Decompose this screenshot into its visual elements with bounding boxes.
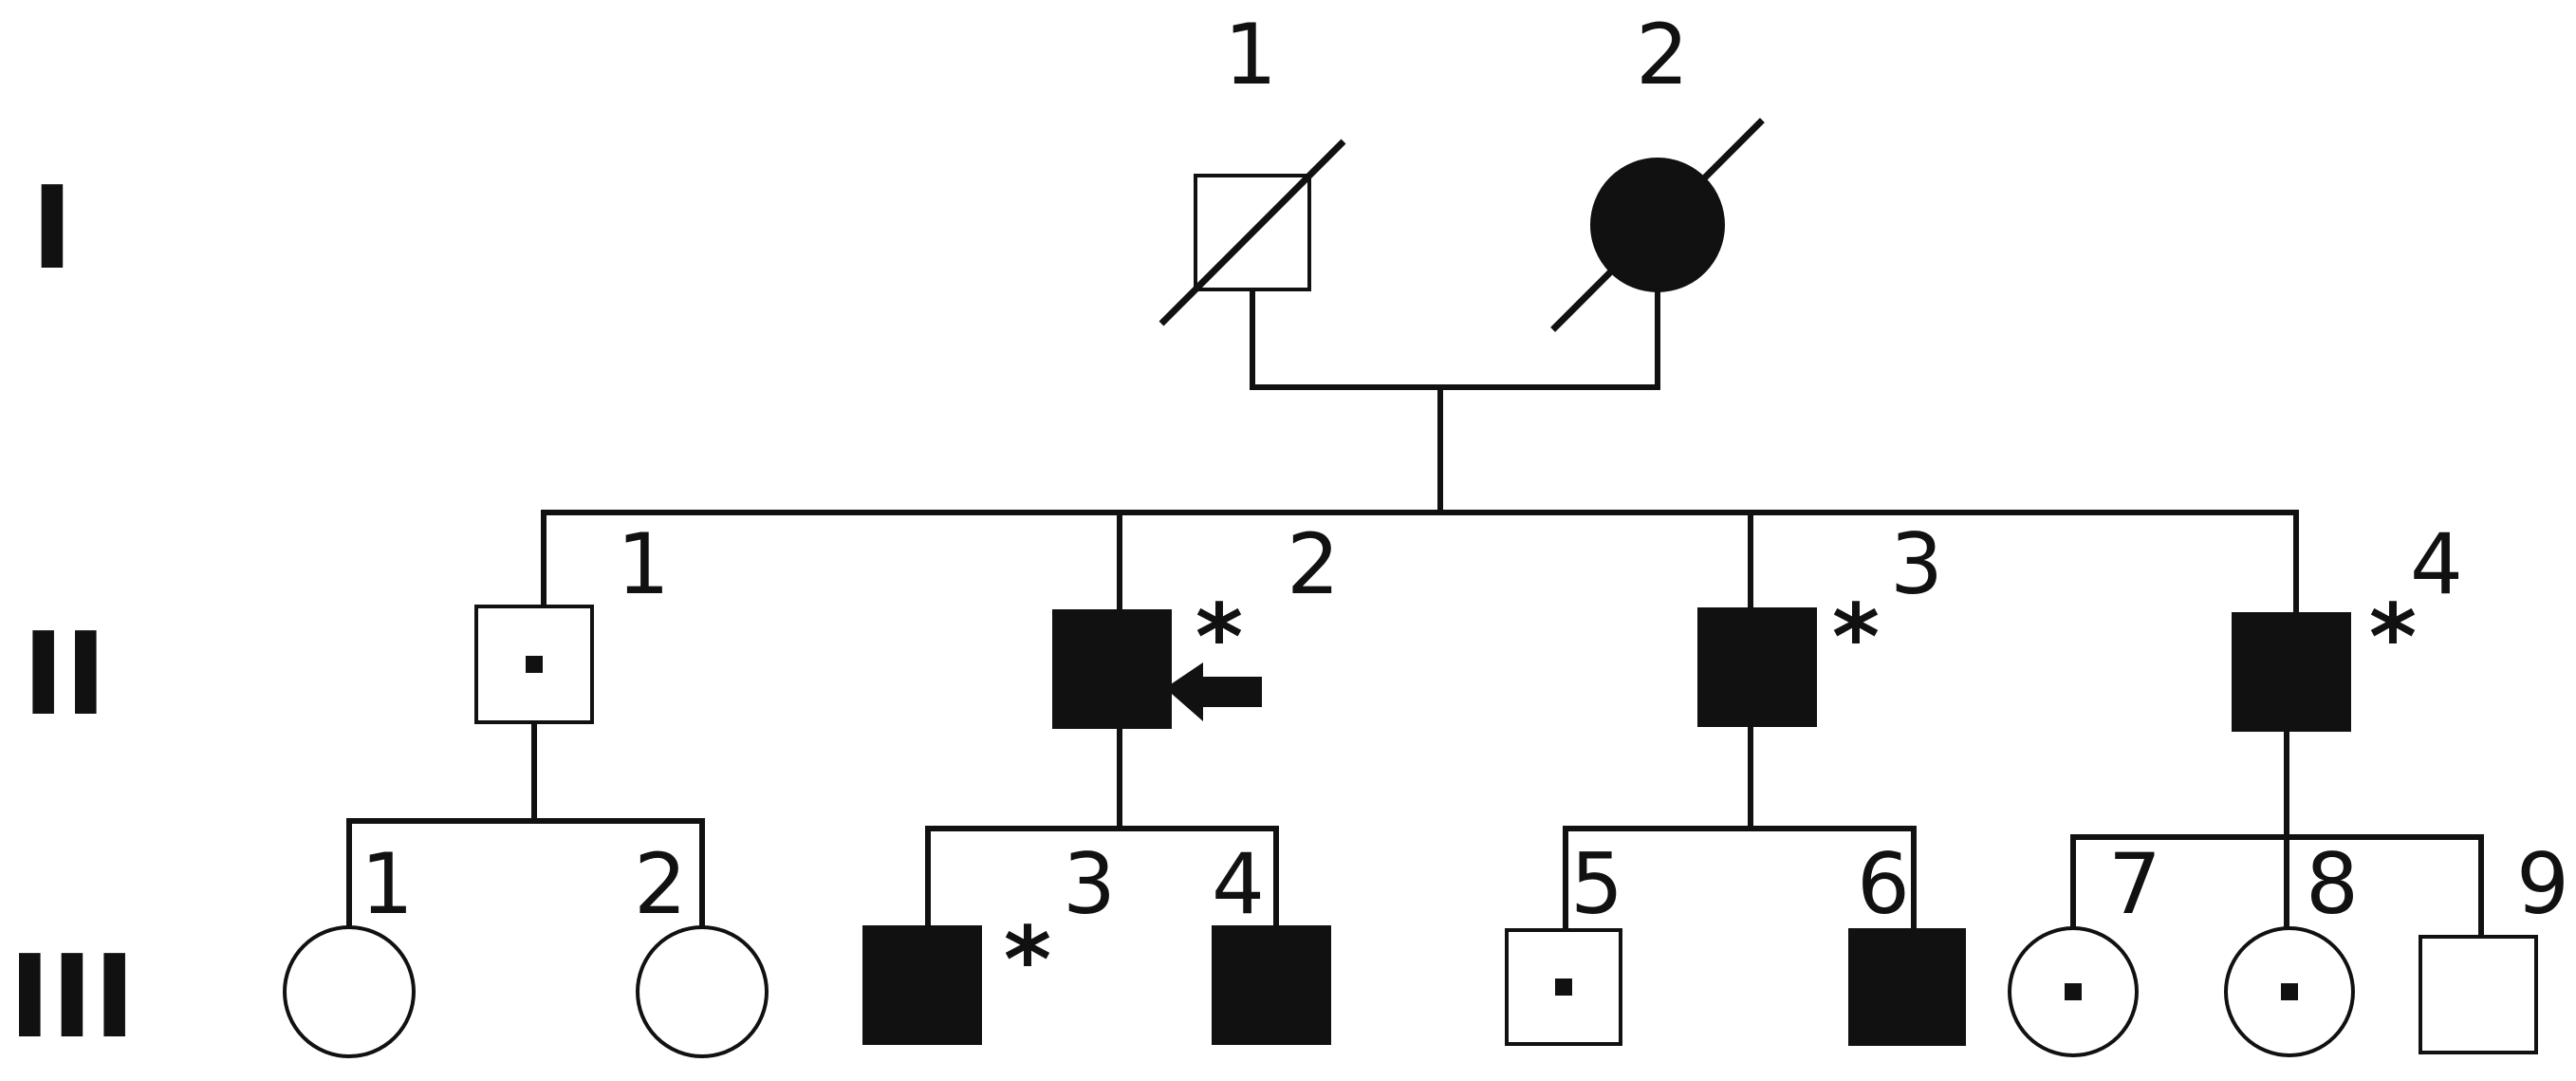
carrier-dot-III-7 [2065,983,2082,1000]
label-III-7: 7 [2108,835,2161,933]
label-II-2: 2 [1287,515,1340,613]
female-symbol-III-1 [283,925,416,1058]
carrier-dot-II-1 [526,656,543,673]
tested-marker-II-4: * [2369,585,2417,691]
label-III-4: 4 [1212,835,1265,933]
male-symbol-III-3 [862,925,982,1045]
label-II-1: 1 [617,515,670,613]
individual-III-8 [2224,926,2355,1057]
male-symbol-II-3 [1697,607,1817,727]
tested-markers: * * * * [1004,585,2417,1014]
deceased-slash-I-2 [1550,118,1765,332]
label-II-3: 3 [1890,515,1943,613]
label-III-6: 6 [1857,835,1910,933]
individual-III-7 [2008,926,2139,1057]
individual-III-3 [862,925,982,1045]
individual-II-2 [1052,609,1172,729]
individual-III-9 [2418,935,2538,1054]
male-symbol-II-4 [2232,612,2351,732]
deceased-slash-I-1 [1158,139,1346,326]
label-I-1: 1 [1224,6,1277,103]
male-symbol-III-5 [1505,928,1622,1046]
label-II-4: 4 [2410,515,2463,613]
label-III-5: 5 [1570,835,1623,933]
individual-II-3 [1697,607,1817,727]
female-symbol-III-2 [636,925,769,1058]
generation-label-II: II [22,609,106,741]
generation-label-I: I [31,163,74,295]
individual-I-2 [1550,118,1765,332]
carrier-dot-III-8 [2281,983,2298,1000]
label-I-2: 2 [1636,6,1689,103]
individuals [283,118,2538,1058]
label-III-1: 1 [361,835,414,933]
individual-II-1 [474,605,594,724]
carrier-dot-III-5 [1555,978,1572,996]
individual-III-1 [283,925,416,1058]
male-symbol-II-2 [1052,609,1172,729]
label-III-8: 8 [2306,835,2359,933]
generation-label-III: III [9,932,136,1064]
individual-III-4 [1212,925,1331,1045]
tested-marker-II-3: * [1832,585,1880,691]
label-III-3: 3 [1063,835,1116,933]
label-III-9: 9 [2516,835,2569,933]
male-symbol-III-4 [1212,925,1331,1045]
individual-I-1 [1158,139,1346,326]
proband-arrow [1165,662,1262,721]
individual-labels: 1 2 1 2 3 4 1 2 3 4 5 6 7 8 9 [361,6,2569,933]
tested-marker-II-2: * [1195,585,1243,691]
tested-marker-III-3: * [1004,907,1051,1014]
individual-III-2 [636,925,769,1058]
male-symbol-III-6 [1848,928,1966,1046]
label-III-2: 2 [634,835,687,933]
individual-III-5 [1505,928,1622,1046]
individual-II-4 [2232,612,2351,732]
pedigree-lines [346,287,2484,944]
individual-III-6 [1848,928,1966,1046]
male-symbol-III-9 [2418,935,2538,1054]
